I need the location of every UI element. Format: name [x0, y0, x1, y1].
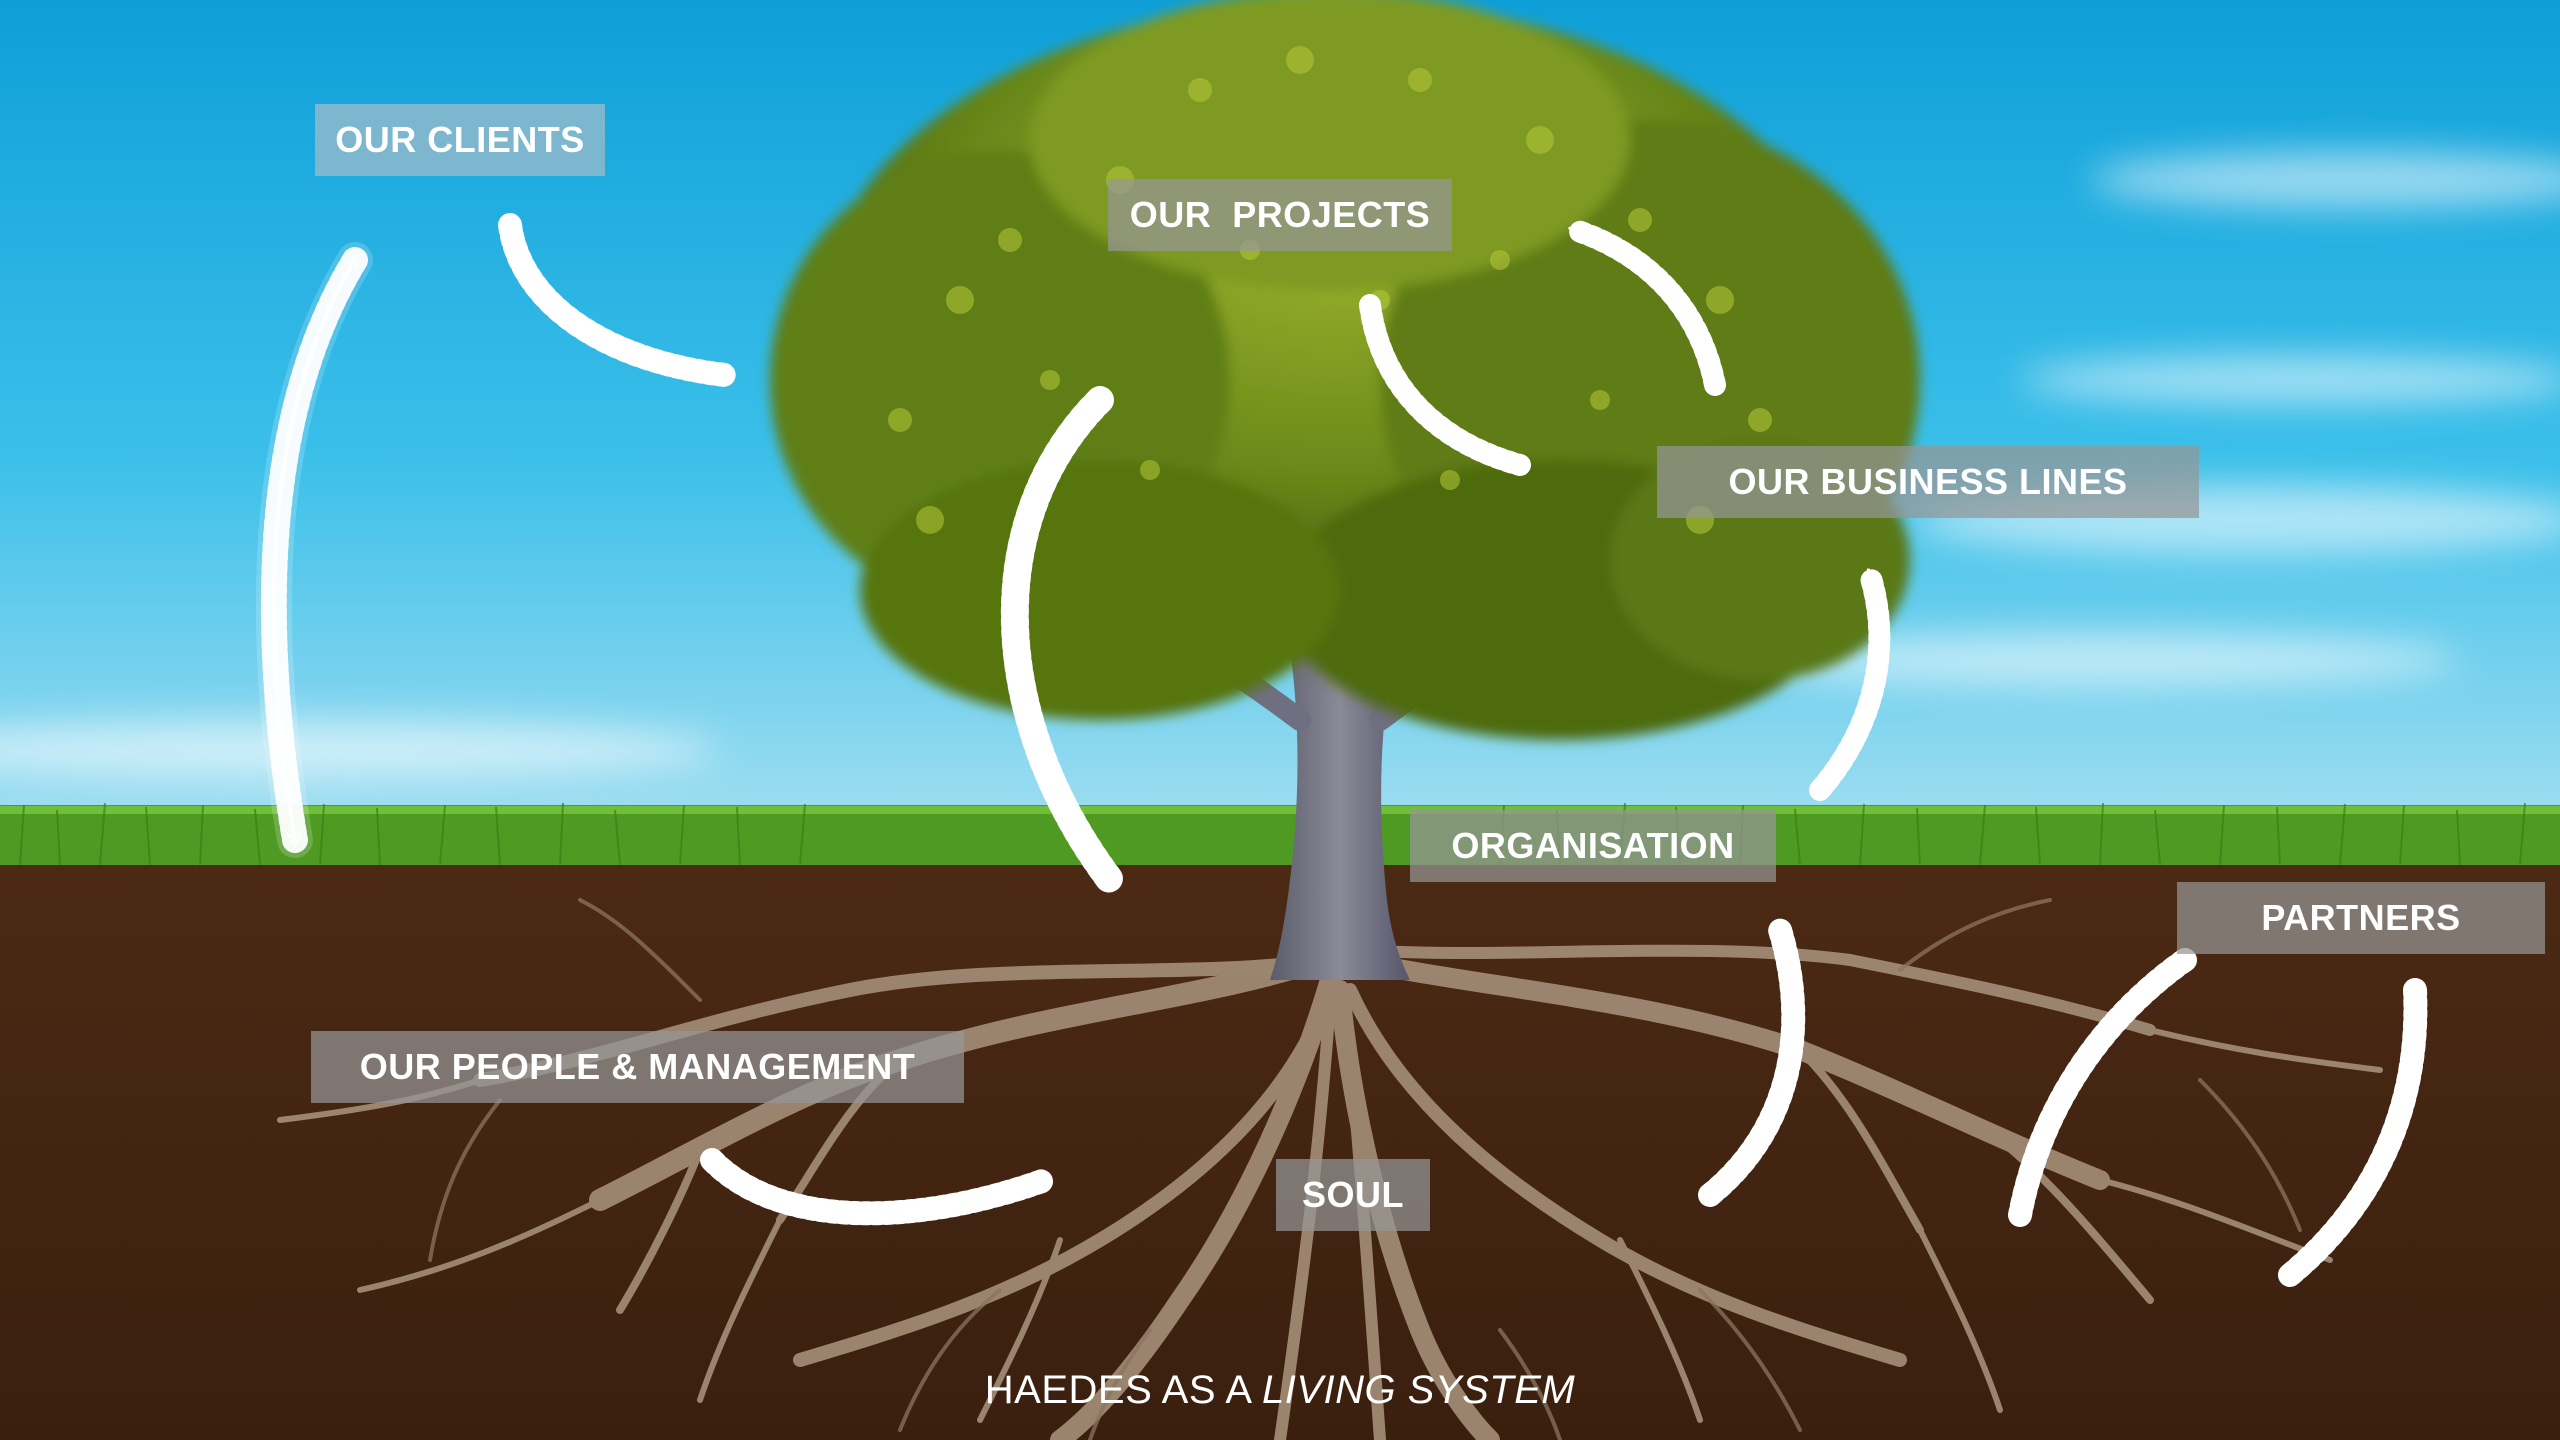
curved-arrow-icon: [1820, 575, 1879, 790]
slide-caption: HAEDES AS A LIVING SYSTEM: [0, 1368, 2560, 1413]
label-our-clients: OUR CLIENTS: [315, 104, 605, 176]
caption-emphasis: LIVING SYSTEM: [1262, 1368, 1575, 1412]
curved-arrow-icon: [1575, 230, 1715, 385]
caption-prefix: HAEDES AS A: [985, 1368, 1262, 1412]
label-our-people-management: OUR PEOPLE & MANAGEMENT: [311, 1031, 964, 1103]
curved-arrow-icon: [712, 1160, 1045, 1213]
curved-arrow-icon: [1710, 930, 1793, 1195]
label-partners: PARTNERS: [2177, 882, 2545, 954]
label-our-business-lines: OUR BUSINESS LINES: [1657, 446, 2199, 518]
curved-arrow-icon: [1370, 305, 1520, 465]
label-soul: SOUL: [1276, 1159, 1430, 1231]
curved-arrow-icon: [2020, 960, 2185, 1215]
curved-arrow-icon: [1015, 400, 1110, 880]
curved-arrow-icon: [2290, 990, 2415, 1275]
curved-arrow-icon: [274, 260, 355, 840]
curved-arrow-icon: [510, 225, 725, 375]
label-organisation: ORGANISATION: [1410, 810, 1776, 882]
label-our-projects: OUR PROJECTS: [1108, 179, 1452, 251]
